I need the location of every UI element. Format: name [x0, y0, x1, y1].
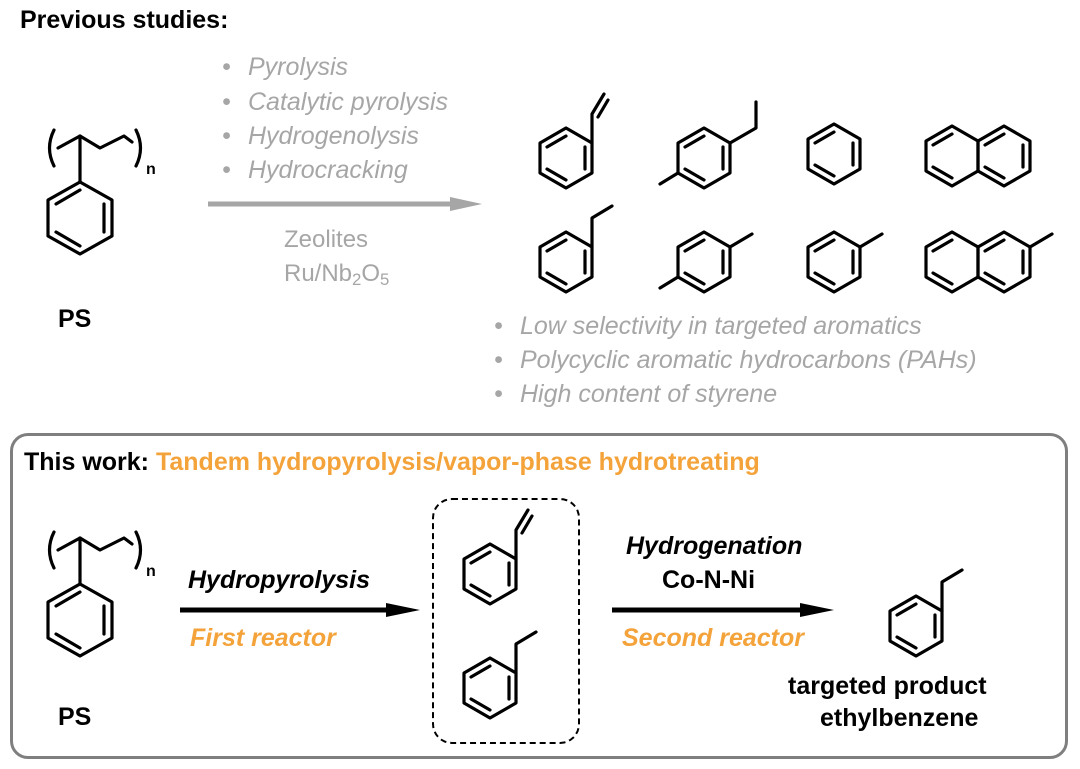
issue-item: •Polycyclic aromatic hydrocarbons (PAHs) — [494, 346, 977, 374]
4-ethyltoluene-structure — [658, 100, 758, 190]
ps-label-top: PS — [58, 305, 92, 333]
method-item: •Pyrolysis — [222, 53, 349, 81]
naphthalene-structure — [924, 124, 1032, 188]
this-work-title: Tandem hydropyrolysis/vapor-phase hydrot… — [155, 448, 760, 476]
intermediates-box — [432, 498, 580, 744]
reaction-arrow-step2 — [612, 603, 834, 617]
previous-studies-heading: Previous studies: — [20, 6, 229, 34]
2-methylnaphthalene-structure — [924, 230, 1054, 294]
step2-hydrogenation: Hydrogenation — [626, 532, 803, 560]
polystyrene-structure-bottom: n — [46, 530, 156, 658]
p-xylene-structure — [658, 230, 754, 294]
product-ethylbenzene-structure — [888, 568, 964, 658]
this-work-heading: This work: Tandem hydropyrolysis/vapor-p… — [24, 448, 760, 477]
ps-label-bottom: PS — [58, 703, 92, 731]
toluene-structure — [806, 230, 884, 294]
this-work-label: This work: — [24, 448, 150, 476]
intermediate-styrene-structure — [462, 508, 534, 606]
method-item: •Catalytic pyrolysis — [222, 88, 449, 116]
product-label-line1: targeted product — [788, 672, 987, 700]
step2-catalyst: Co-N-Ni — [662, 566, 756, 594]
intermediate-ethylbenzene-structure — [462, 630, 538, 720]
method-item: •Hydrocracking — [222, 156, 408, 184]
this-work-frame — [10, 433, 1068, 759]
issue-item: •High content of styrene — [494, 380, 778, 408]
method-item: •Hydrogenolysis — [222, 122, 419, 150]
step1-hydropyrolysis: Hydropyrolysis — [188, 566, 371, 594]
reaction-arrow-step1 — [180, 603, 420, 617]
ethylbenzene-structure — [538, 204, 614, 294]
styrene-structure — [538, 92, 610, 190]
repeat-unit-n: n — [146, 161, 156, 178]
product-label-line2: ethylbenzene — [820, 704, 979, 732]
step2-second-reactor: Second reactor — [622, 624, 805, 652]
issue-item: •Low selectivity in targeted aromatics — [494, 312, 922, 340]
benzene-structure — [806, 122, 862, 186]
catalyst-zeolites: Zeolites — [284, 226, 369, 253]
polystyrene-structure-top: n — [46, 128, 156, 256]
repeat-unit-n-bottom: n — [146, 563, 156, 580]
reaction-arrow-gray — [208, 197, 482, 211]
catalyst-ru-nb2o5: Ru/Nb2O5 — [284, 260, 390, 290]
step1-first-reactor: First reactor — [190, 624, 336, 652]
